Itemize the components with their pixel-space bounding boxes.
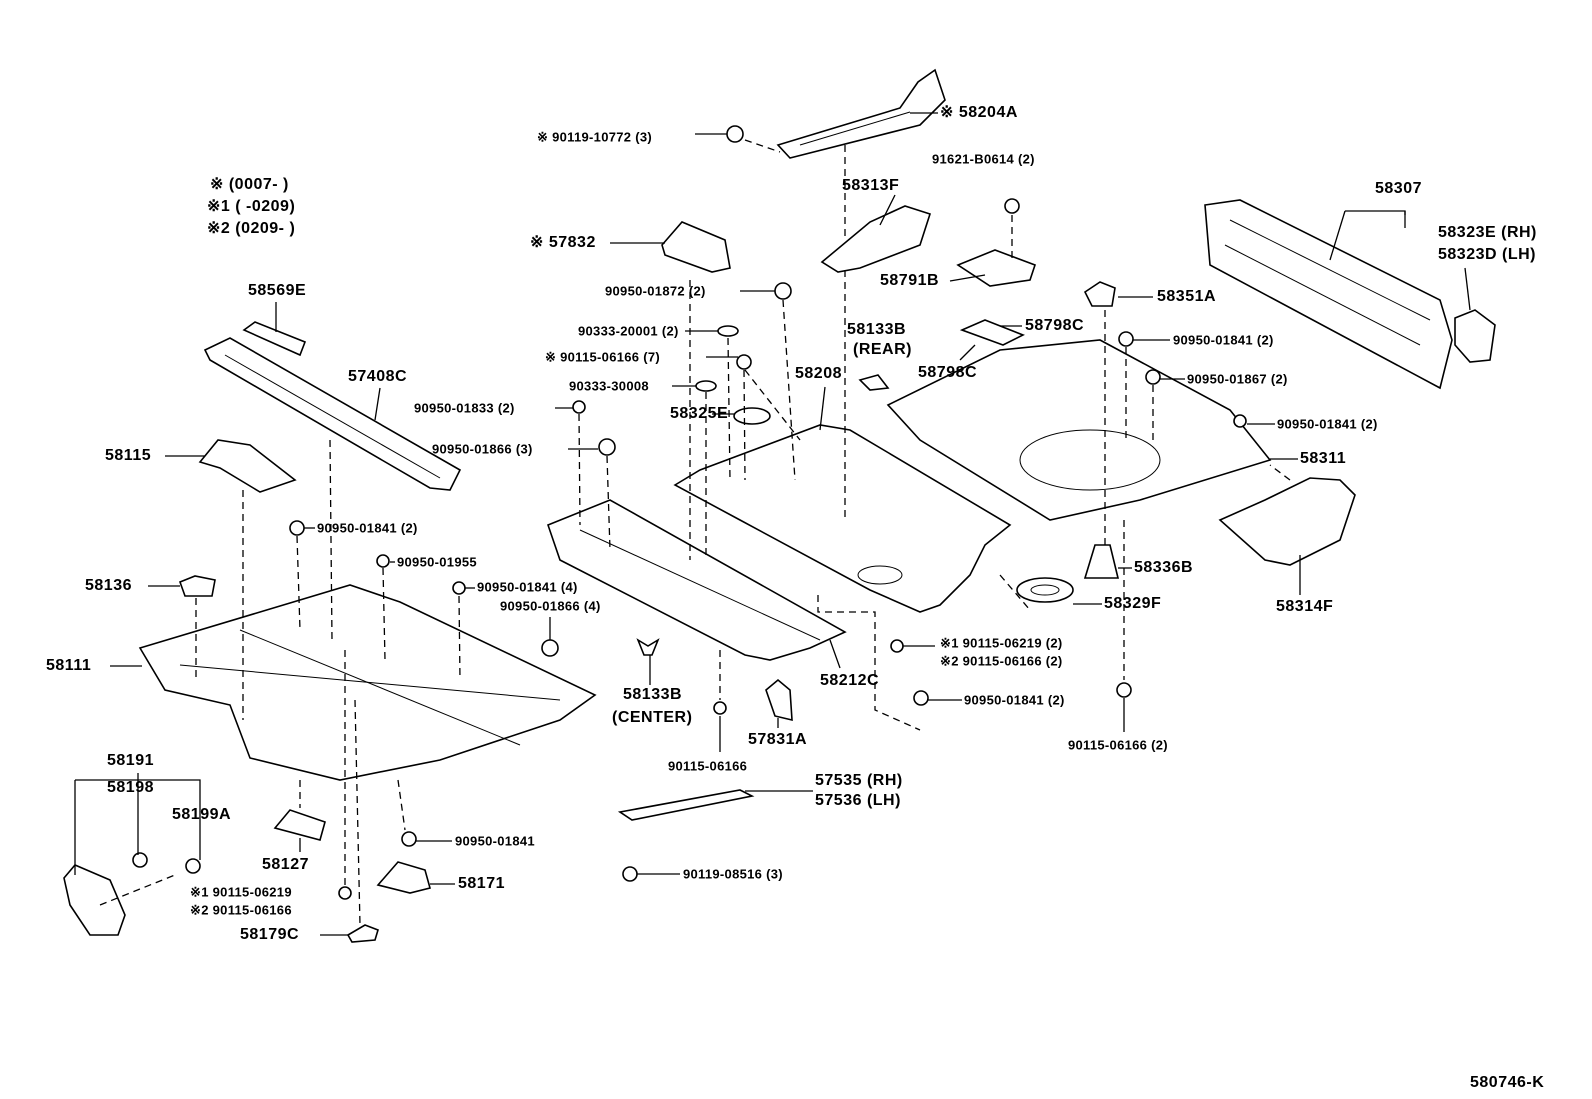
callout: 58208 (795, 365, 842, 382)
callout: ※ 58204A (940, 104, 1018, 121)
part-57535-brace (617, 789, 755, 821)
part-58115 (198, 439, 297, 493)
callout: 57408C (348, 368, 408, 385)
callout: 90950-01841 (455, 833, 535, 849)
leader-lines (74, 112, 1471, 936)
assembly-lines (99, 139, 1291, 926)
callout: 58212C (820, 672, 880, 689)
callout: 58199A (172, 806, 232, 823)
callout: 90119-08516 (3) (683, 866, 783, 882)
callout: (REAR) (853, 341, 912, 358)
callout: 90950-01867 (2) (1187, 371, 1288, 387)
part-58791b (956, 249, 1037, 287)
part-58323-bracket (1454, 309, 1496, 363)
callout: 58191 (107, 752, 154, 769)
part-58127 (273, 809, 326, 841)
callout: 57536 (LH) (815, 792, 901, 809)
callout: 90115-06166 (2) (1068, 737, 1168, 753)
part-57408c (203, 337, 462, 491)
callout: 57831A (748, 731, 808, 748)
callout: 58323E (RH) (1438, 224, 1537, 241)
callout: 58198 (107, 779, 154, 796)
callout: ※2 90115-06166 (190, 902, 292, 918)
legend-row-1: ※1 ( -0209) (207, 198, 296, 215)
part-58351a (1083, 281, 1116, 307)
part-58212c-center-floor (546, 499, 847, 661)
callout: 58325E (670, 405, 729, 422)
callout: 90950-01841 (2) (317, 520, 418, 536)
callout: 90115-06166 (668, 758, 748, 774)
part-58179c (346, 924, 379, 943)
callout: 58127 (262, 856, 309, 873)
part-58325e (733, 407, 771, 425)
callout: 90950-01872 (2) (605, 283, 706, 299)
callout: 58307 (1375, 180, 1422, 197)
callout: 58351A (1157, 288, 1217, 305)
callout: 58133B (847, 321, 907, 338)
callout: ※ 90115-06166 (7) (545, 349, 661, 365)
part-58798c (959, 319, 1025, 346)
callout: 91621-B0614 (2) (932, 151, 1035, 167)
legend-row-0: ※ (0007- ) (210, 176, 289, 193)
callout: 58791B (880, 272, 940, 289)
diagram-id: 580746-K (1470, 1074, 1545, 1091)
part-58133b-center (636, 638, 660, 656)
callout: 90333-30008 (569, 378, 649, 394)
callout: 58171 (458, 875, 505, 892)
callout: 58314F (1276, 598, 1334, 615)
callout: 58798C (1025, 317, 1085, 334)
part-58569e (242, 321, 307, 357)
callout: 58311 (1300, 450, 1347, 467)
callout: 58329F (1104, 595, 1162, 612)
callout: ※2 90115-06166 (2) (940, 653, 1063, 669)
part-58111-front-floor (138, 584, 597, 781)
callout: 90950-01841 (2) (1277, 416, 1378, 432)
callout: ※1 90115-06219 (190, 884, 292, 900)
part-58191-bracket (63, 864, 126, 936)
callout: 58323D (LH) (1438, 246, 1536, 263)
callout: 58798C (918, 364, 978, 381)
callout: ※ 90119-10772 (3) (537, 129, 653, 145)
part-58329f (1016, 577, 1074, 603)
callout: 58115 (105, 447, 152, 464)
part-58136 (178, 575, 216, 597)
part-58311-rear-floor (886, 339, 1272, 521)
callout: 58111 (46, 657, 92, 674)
part-58307-panel (1204, 199, 1453, 390)
callout: 90333-20001 (2) (578, 323, 679, 339)
part-58171 (376, 861, 431, 894)
callout: ※1 90115-06219 (2) (940, 635, 1063, 651)
callout: 90950-01841 (2) (964, 692, 1065, 708)
part-58336b (1083, 544, 1120, 579)
callout: 90950-01866 (4) (500, 598, 601, 614)
callout: 58569E (248, 282, 307, 299)
part-58204a (776, 68, 946, 159)
callout: 90950-01841 (4) (477, 579, 578, 595)
callout: 58336B (1134, 559, 1194, 576)
part-57832 (661, 221, 731, 273)
callout: 58133B (623, 686, 683, 703)
legend-row-2: ※2 (0209- ) (207, 220, 296, 237)
callout: 58179C (240, 926, 300, 943)
callout: 58136 (85, 577, 132, 594)
part-57831a (765, 678, 793, 722)
callout: 58313F (842, 177, 900, 194)
callout: 90950-01955 (397, 554, 477, 570)
callout: 57535 (RH) (815, 772, 903, 789)
callout: 90950-01833 (2) (414, 400, 515, 416)
part-58208-floor (673, 424, 1012, 613)
callout: 90950-01866 (3) (432, 441, 533, 457)
callout: ※ 57832 (530, 234, 596, 251)
callout: 90950-01841 (2) (1173, 332, 1274, 348)
part-58313f (820, 205, 932, 273)
callout: (CENTER) (612, 709, 693, 726)
part-58133b-rear (858, 374, 890, 391)
part-58314f (1218, 477, 1356, 566)
